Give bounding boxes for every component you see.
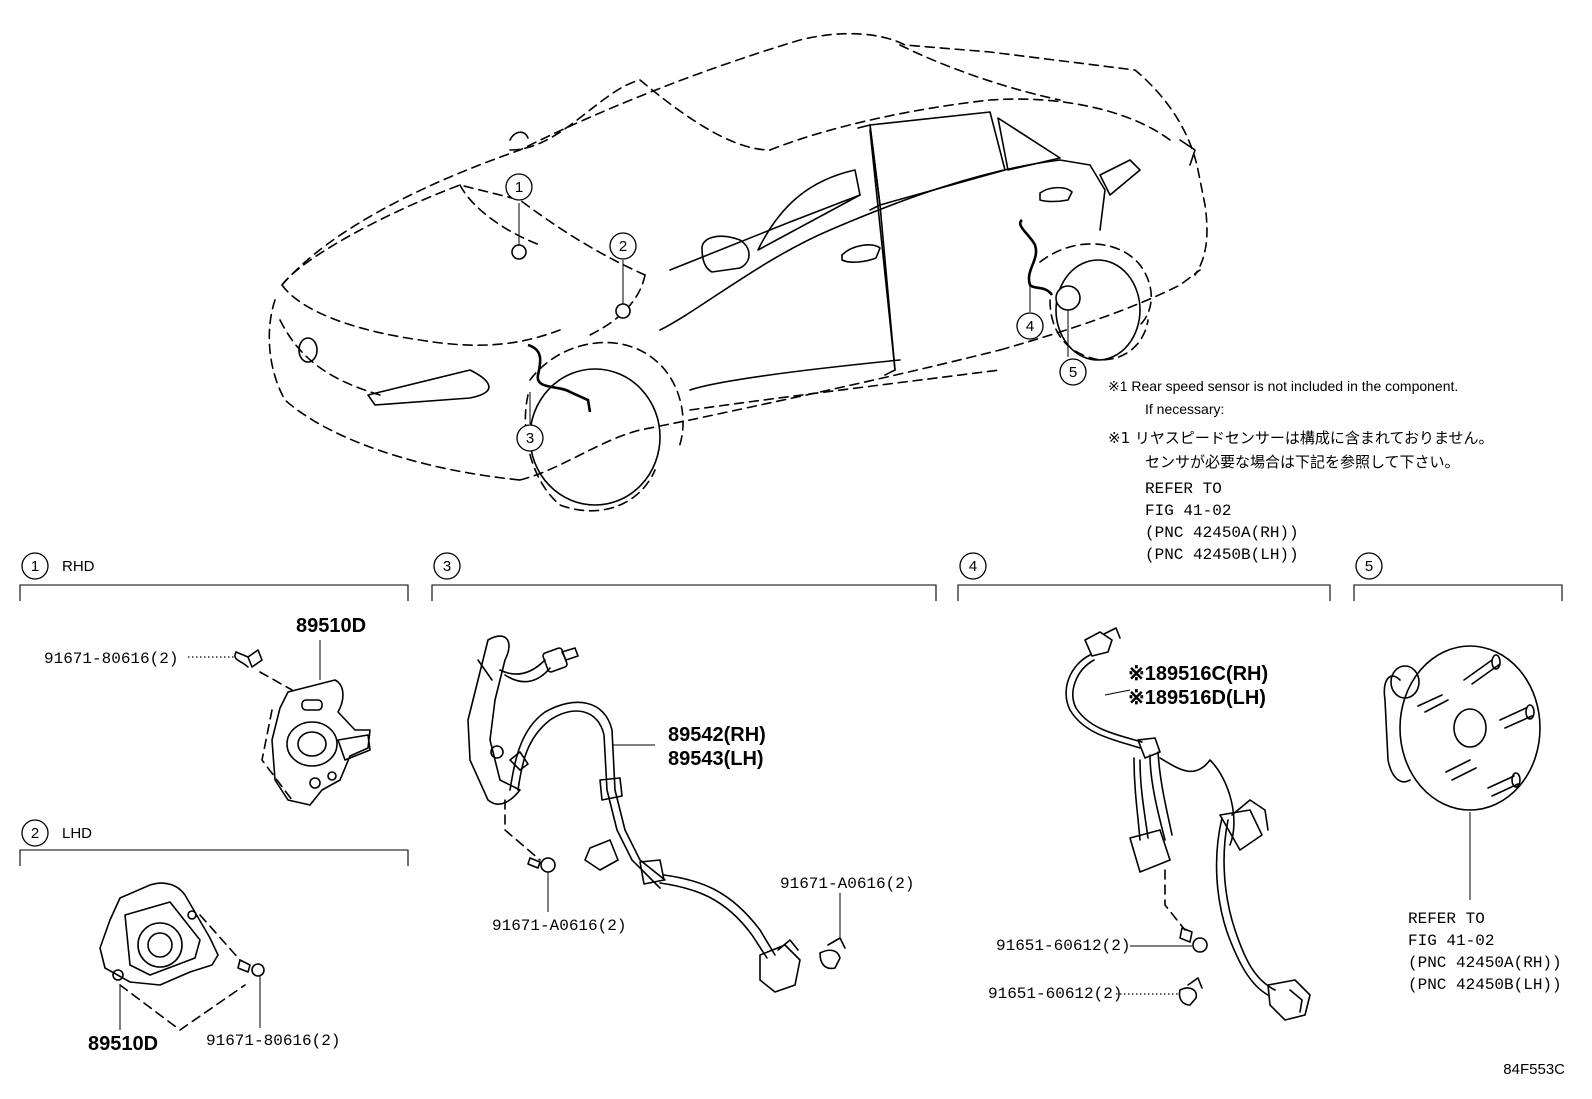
svg-text:3: 3 — [526, 430, 534, 447]
callout-2: 2 — [609, 232, 637, 260]
svg-text:RHD: RHD — [62, 558, 95, 575]
rear-axle-hub — [1383, 645, 1541, 900]
svg-text:5: 5 — [1069, 364, 1077, 381]
yaw-rate-sensor-rhd — [188, 640, 371, 806]
note-refer: REFER TO — [1145, 480, 1222, 498]
callout-1: 1 — [505, 173, 533, 201]
front-speed-sensor — [467, 635, 846, 993]
part-89543-lh: 89543(LH) — [668, 748, 764, 770]
car-illustration — [268, 32, 1208, 512]
hub-fig: FIG 41-02 — [1408, 932, 1494, 950]
hub-refer: REFER TO — [1408, 910, 1485, 928]
svg-text:1: 1 — [515, 179, 523, 196]
svg-text:2: 2 — [31, 825, 39, 842]
callout-3: 3 — [516, 424, 544, 452]
note-jp-line1: ※1 リヤスピードセンサーは構成に含まれておりません。 — [1108, 429, 1494, 447]
bolt-91671-80616-rhd: 91671-80616(2) — [44, 650, 178, 668]
part-89516c-rh: ※189516C(RH) — [1128, 663, 1268, 685]
note-en-line2: If necessary: — [1145, 401, 1224, 417]
section-header-1: 1 RHD — [19, 552, 409, 601]
rear-speed-sensor — [1065, 627, 1311, 1021]
car-sensor-markers — [511, 203, 1081, 424]
note-fig: FIG 41-02 — [1145, 502, 1231, 520]
part-89510d-rhd: 89510D — [296, 615, 366, 637]
figure-code: 84F553C — [1503, 1061, 1565, 1078]
note-pnc-rh: (PNC 42450A(RH)) — [1145, 524, 1299, 542]
part-89510d-lhd: 89510D — [88, 1033, 158, 1055]
note-en-line1: ※1 Rear speed sensor is not included in … — [1108, 378, 1458, 394]
note-jp-line2: センサが必要な場合は下記を参照して下さい。 — [1145, 453, 1460, 471]
svg-text:5: 5 — [1365, 558, 1373, 575]
section-header-5: 5 — [1353, 552, 1563, 601]
yaw-rate-sensor-lhd — [99, 882, 265, 1031]
bolt-91671-a0616-left: 91671-A0616(2) — [492, 917, 626, 935]
hub-pnc-rh: (PNC 42450A(RH)) — [1408, 954, 1562, 972]
hub-pnc-lh: (PNC 42450B(LH)) — [1408, 976, 1562, 994]
bolt-91651-60612-upper: 91651-60612(2) — [996, 937, 1130, 955]
svg-text:2: 2 — [619, 238, 627, 255]
svg-text:3: 3 — [443, 558, 451, 575]
part-89516d-lh: ※189516D(LH) — [1128, 687, 1266, 709]
note-pnc-lh: (PNC 42450B(LH)) — [1145, 546, 1299, 564]
svg-text:4: 4 — [969, 558, 977, 575]
svg-text:LHD: LHD — [62, 825, 92, 842]
rear-sensor-note: ※1 Rear speed sensor is not included in … — [1108, 378, 1494, 564]
section-header-4: 4 — [957, 552, 1331, 601]
callout-5: 5 — [1059, 358, 1087, 386]
callout-4: 4 — [1016, 312, 1044, 340]
bolt-91671-a0616-right: 91671-A0616(2) — [780, 875, 914, 893]
section-header-2: 2 LHD — [19, 819, 409, 866]
section-header-3: 3 — [431, 552, 937, 601]
bolt-91651-60612-lower: 91651-60612(2) — [988, 985, 1122, 1003]
svg-text:4: 4 — [1026, 318, 1034, 335]
svg-text:1: 1 — [31, 558, 39, 575]
part-89542-rh: 89542(RH) — [668, 724, 766, 746]
bolt-91671-80616-lhd: 91671-80616(2) — [206, 1032, 340, 1050]
